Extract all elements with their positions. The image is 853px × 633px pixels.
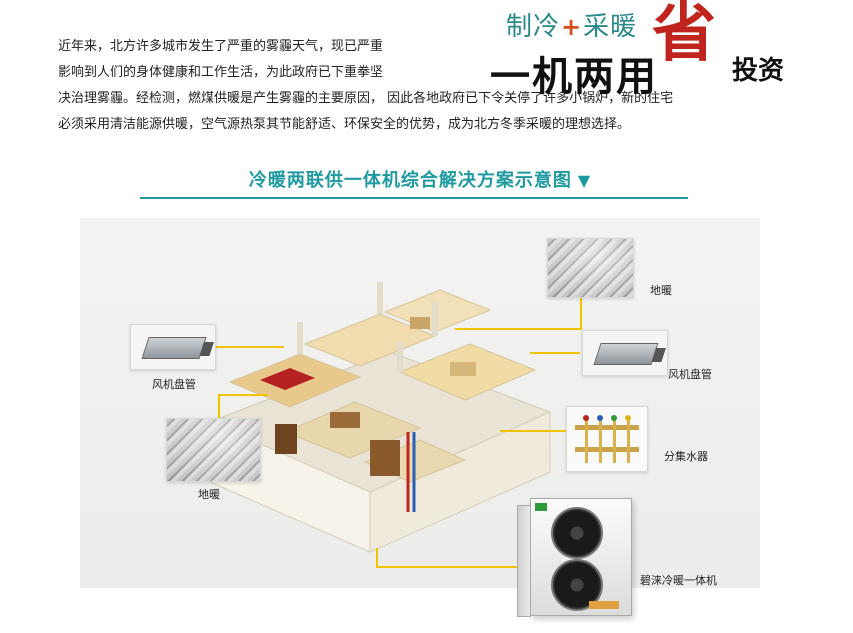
intro-line-4: 必须采用清洁能源供暖，空气源热泵其节能舒适、环保安全的优势，成为北方冬季采暖的理… [58,117,631,132]
manifold-pipe-4 [627,417,630,463]
manifold-pipe-2 [599,417,602,463]
manifold-valve-green [611,415,617,421]
fan-coil-unit-left [141,337,207,359]
headline-block: 制冷+采暖 一机两用 省 投资 [470,0,850,100]
headline-cool: 制冷 [506,12,561,42]
heat-pump-unit [517,498,632,617]
floor-heating-thumbnail-top [547,238,634,298]
connector-manifold [500,430,566,432]
house-svg [208,282,552,553]
nameplate [589,601,619,609]
brand-logo-icon [535,503,547,511]
floor-heating-label-left: 地暖 [198,488,220,501]
fan-coil-label-left: 风机盘管 [152,378,196,391]
connector-unit [376,548,378,568]
headline-heat: 采暖 [583,12,638,42]
manifold-bar-bottom [575,447,639,452]
fan-coil-unit-right [593,343,659,365]
floor-heating-thumbnail-left [166,418,261,482]
fan-coil-thumbnail-left [130,324,216,370]
manifold-pipe-3 [613,417,616,463]
connector-fcu-left [214,346,284,348]
intro-line-3: 决治理雾霾。经检测，燃煤供暖是产生雾霾的主要原因， 因此各地政府已下令关停了许多… [58,91,674,106]
connector-floor-top-h [455,328,582,330]
headline-plus: + [561,13,583,41]
heat-pump-side-panel [517,505,531,617]
headline-main: 一机两用 [490,54,658,100]
intro-paragraph: 近年来，北方许多城市发生了严重的雾霾天气，现已严重 影响到人们的身体健康和工作生… [58,34,758,138]
fan-coil-label-right: 风机盘管 [668,368,712,381]
headline-investment: 投资 [732,56,785,86]
manifold-valve-red [583,415,589,421]
headline-cool-heat: 制冷+采暖 [506,6,637,43]
manifold-thumbnail [566,406,648,472]
manifold-label: 分集水器 [664,450,708,463]
connector-fcu-right [530,352,580,354]
connector-floor-top-v [580,296,582,330]
floor-heating-label-top: 地暖 [650,284,672,297]
section-title: 冷暖两联供一体机综合解决方案示意图 ▼ [150,166,690,192]
manifold-valve-yellow [625,415,631,421]
connector-floor-left-h [218,394,268,396]
section-title-text: 冷暖两联供一体机综合解决方案示意图 [248,170,572,191]
unit-label: 碧涞冷暖一体机 [640,574,717,587]
connector-floor-left-v [218,394,220,424]
manifold-bar-top [575,425,639,430]
fan-icon-top [551,507,603,559]
manifold-valve-blue [597,415,603,421]
intro-line-1: 近年来，北方许多城市发生了严重的雾霾天气，现已严重 [58,39,384,54]
section-divider [140,197,688,199]
triangle-down-icon: ▼ [577,171,592,190]
manifold-pipe-1 [585,417,588,463]
headline-save-character: 省 [652,0,716,71]
intro-line-2: 影响到人们的身体健康和工作生活，为此政府已下重拳坚 [58,65,384,80]
fan-coil-thumbnail-right [582,330,668,376]
connector-unit-h [376,566,536,568]
